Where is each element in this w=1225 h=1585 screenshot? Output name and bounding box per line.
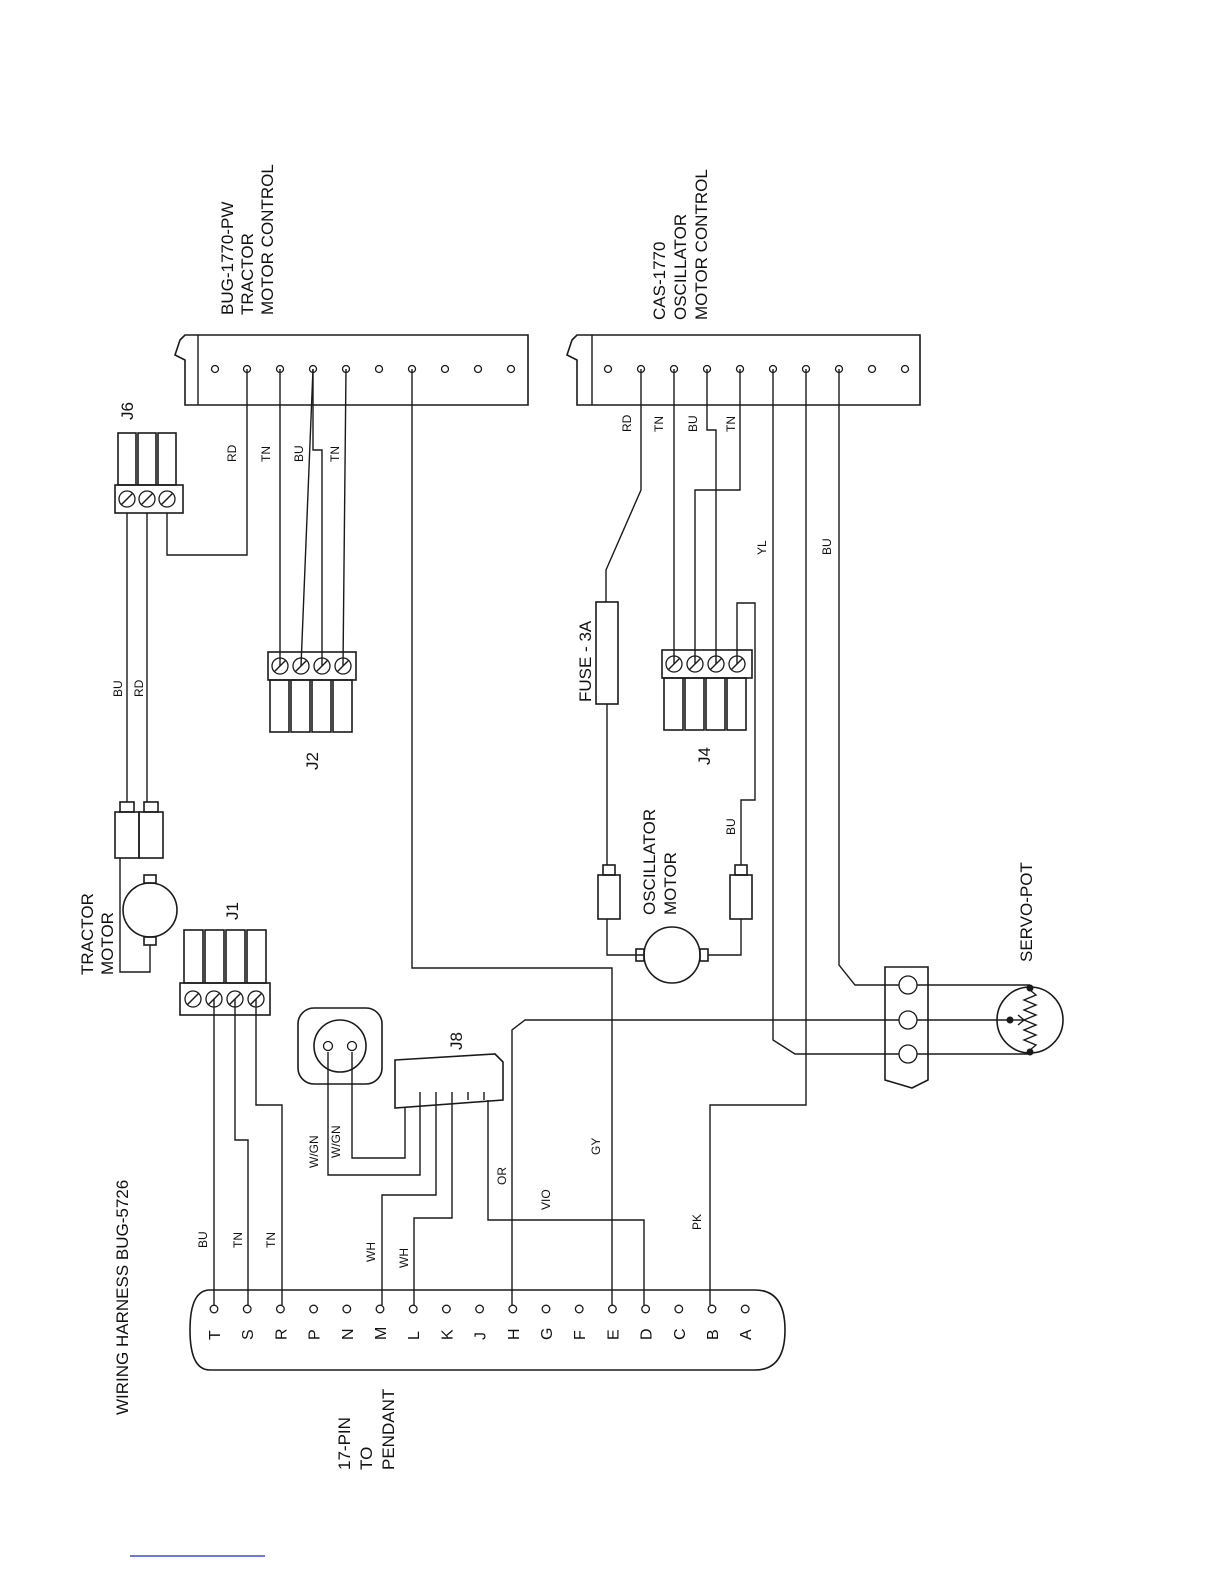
pendant-pin-label-s: S [240,1329,257,1340]
wire-label-j1-tn: TN [231,1232,245,1248]
oscillator-control-label-line3: MOTOR CONTROL [692,169,711,320]
wire-label-bu-servo: BU [820,538,834,555]
oscillator-control-label: CAS-1770 OSCILLATOR MOTOR CONTROL [650,169,711,320]
oscillator-control-label-line1: CAS-1770 [650,242,669,320]
wire-label-tractor-rd: RD [132,679,146,697]
wire-label-osc-bu: BU [686,415,700,432]
tractor-control-label-line3: MOTOR CONTROL [258,164,277,315]
pendant-pin-a [741,1305,749,1313]
pendant-pin-p [310,1305,318,1313]
wire-label-j1-tn2: TN [264,1232,278,1248]
oscillator-control-label-line2: OSCILLATOR [671,214,690,320]
pendant-pin-label-m: M [373,1327,390,1340]
pendant-pin-c [675,1305,683,1313]
pendant-pin-g [542,1305,550,1313]
pendant-pin-label-b: B [705,1329,722,1340]
pendant-pin-label-c: C [672,1328,689,1340]
j8-label: J8 [447,1032,466,1050]
diagram-title: WIRING HARNESS BUG-5726 [113,1180,132,1415]
wire-label-yl: YL [755,540,769,555]
oscillator-motor-label-line1: OSCILLATOR [640,809,659,915]
pendant-pin-label-k: K [439,1329,456,1340]
pendant-pin-r [277,1305,285,1313]
pendant-pin-label-e: E [605,1329,622,1340]
tractor-control-label-line2: TRACTOR [238,233,257,315]
wires [120,369,1030,1305]
pendant-pin-n [343,1305,351,1313]
connector-j6 [115,433,183,513]
tractor-motor-label-line2: MOTOR [98,912,117,975]
pendant-pin-label-t: T [207,1330,224,1340]
fuse-label: FUSE - 3A [576,620,595,702]
wire-label-tractor-bu: BU [111,680,125,697]
pendant-label-line3: PENDANT [379,1389,398,1470]
tractor-motor-label: TRACTOR MOTOR [78,893,117,975]
pendant-pin-label-f: F [572,1330,589,1340]
j1-label: J1 [223,902,242,920]
pendant-label-line2: TO [357,1447,376,1470]
oscillator-motor-control-board [567,335,920,405]
pendant-pin-label-g: G [539,1328,556,1340]
pendant-pin-label-h: H [506,1328,523,1340]
wire-label-gy: GY [589,1138,603,1155]
oscillator-motor-label-line2: MOTOR [661,852,680,915]
pendant-label: 17-PIN TO PENDANT [335,1389,398,1470]
wire-labels: RD TN BU TN BU RD RD TN BU TN YL BU BU B… [111,414,834,1268]
pendant-pin-label-r: R [273,1328,290,1340]
j4-label: J4 [695,747,714,765]
wire-label-wgn1: W/GN [307,1135,321,1168]
wire-label-osc-tn: TN [652,416,666,432]
tractor-control-label-line1: BUG-1770-PW [218,202,237,315]
pendant-pin-label-l: L [406,1331,423,1340]
pendant-pin-m [376,1305,384,1313]
pendant-pin-j [476,1305,484,1313]
tractor-motor-control-board [175,335,528,405]
j6-label: J6 [118,402,137,420]
pendant-pin-label-a: A [738,1329,755,1340]
pendant-pin-d [642,1305,650,1313]
tractor-motor [115,802,177,945]
wire-label-j2-bu: BU [292,445,306,462]
pendant-pin-t [210,1305,218,1313]
wire-label-osc-motor-bu: BU [724,818,738,835]
wire-label-wgn2: W/GN [329,1125,343,1158]
tractor-motor-label-line1: TRACTOR [78,893,97,975]
wire-label-osc-rd: RD [620,414,634,432]
connector-j8 [395,1054,503,1108]
pendant-pin-s [243,1305,251,1313]
wire-label-wh1: WH [364,1242,378,1262]
pendant-pin-b [708,1305,716,1313]
connector-j4 [662,650,752,730]
wire-label-j2-tn: TN [259,446,273,462]
pendant-pin-k [443,1305,451,1313]
oscillator-board-terminals [605,366,909,373]
oscillator-motor-label: OSCILLATOR MOTOR [640,809,680,915]
j2-label: J2 [303,752,322,770]
wire-label-pk: PK [690,1214,704,1230]
wire-label-j6-rd: RD [225,444,239,462]
pendant-pin-h [509,1305,517,1313]
pendant-label-line1: 17-PIN [335,1417,354,1470]
tractor-board-terminals [212,366,515,373]
wire-label-j2-tn2: TN [328,446,342,462]
wire-label-or: OR [495,1167,509,1185]
wire-label-j1-bu: BU [196,1231,210,1248]
pendant-pin-label-p: P [307,1329,324,1340]
round-plug [298,1008,382,1084]
pendant-pin-f [575,1305,583,1313]
pendant-pin-label-n: N [340,1328,357,1340]
pendant-pin-l [409,1305,417,1313]
pendant-pin-label-d: D [639,1328,656,1340]
wire-label-wh2: WH [397,1248,411,1268]
wire-label-osc-tn2: TN [724,416,738,432]
wire-label-vio: VIO [539,1189,553,1210]
pendant-pin-label-j: J [473,1332,490,1340]
servo-pot-label: SERVO-POT [1017,862,1036,962]
fuse-3a [596,602,618,704]
pendant-pin-e [609,1305,617,1313]
tractor-control-label: BUG-1770-PW TRACTOR MOTOR CONTROL [218,164,277,315]
